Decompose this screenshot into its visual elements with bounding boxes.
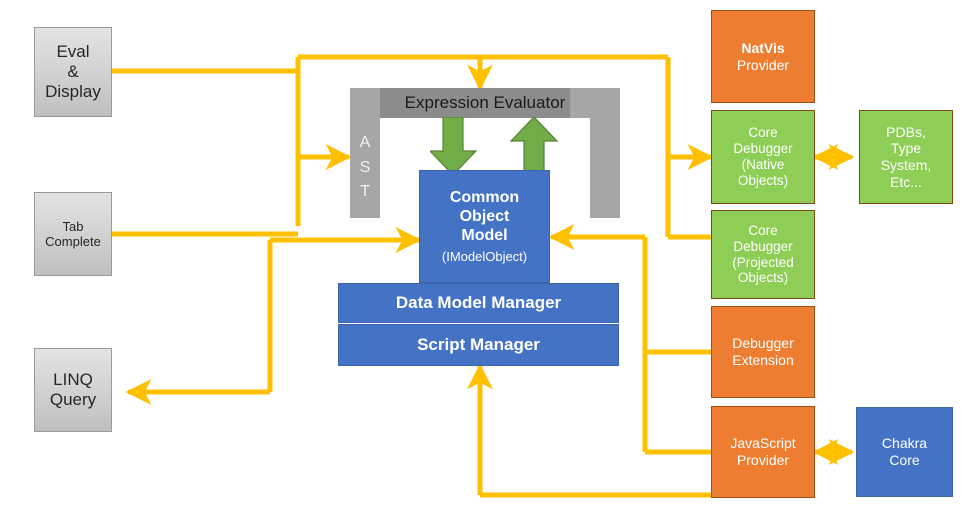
ast-label: A S T <box>350 120 380 216</box>
core-projected-line4: Objects) <box>737 270 789 286</box>
linq-query-line1: LINQ <box>53 369 93 389</box>
com-line3: Model <box>461 226 508 244</box>
core-projected-line2: Debugger <box>733 238 793 254</box>
data-model-manager-box[interactable]: Data Model Manager <box>338 283 619 323</box>
core-projected-line3: (Projected <box>732 254 794 270</box>
eval-and-display-box[interactable]: Eval & Display <box>34 27 112 117</box>
eval-display-line2: & <box>67 61 79 81</box>
eval-display-line1: Eval <box>56 41 90 61</box>
linq-query-line2: Query <box>49 390 97 409</box>
ast-letter-t: T <box>360 183 370 201</box>
chakra-line2: Core <box>889 452 920 468</box>
core-native-line4: Objects) <box>737 172 789 188</box>
javascript-line2: Provider <box>736 452 790 468</box>
javascript-provider-box[interactable]: JavaScript Provider <box>711 406 815 498</box>
tab-complete-line1: Tab <box>62 218 84 234</box>
expression-evaluator-title-band <box>380 88 570 118</box>
core-debugger-projected-box[interactable]: Core Debugger (Projected Objects) <box>711 210 815 299</box>
chakra-line1: Chakra <box>881 435 928 452</box>
natvis-line1: NatVis <box>741 39 785 56</box>
core-native-line3: (Native <box>741 157 785 172</box>
common-object-model-box[interactable]: Common Object Model (IModelObject) <box>419 170 550 283</box>
javascript-line1: JavaScript <box>730 435 796 452</box>
pdbs-line1: PDBs, <box>886 123 926 140</box>
tab-complete-line2: Complete <box>45 234 101 249</box>
com-line2: Object <box>459 207 510 225</box>
natvis-line2: Provider <box>736 56 790 73</box>
core-debugger-native-box[interactable]: Core Debugger (Native Objects) <box>711 110 815 204</box>
com-line1: Common <box>449 189 520 207</box>
pdbs-type-system-box[interactable]: PDBs, Type System, Etc... <box>859 110 953 204</box>
pdbs-line4: Etc... <box>890 173 922 190</box>
debugger-extension-box[interactable]: Debugger Extension <box>711 306 815 398</box>
expression-evaluator-label: Expression Evaluator <box>404 93 566 112</box>
green-arrow-up <box>509 117 559 176</box>
pdbs-line2: Type <box>890 140 922 157</box>
debugger-ext-line2: Extension <box>732 352 794 368</box>
core-projected-line1: Core <box>748 222 778 238</box>
natvis-provider-box[interactable]: NatVis Provider <box>711 10 815 103</box>
core-native-line1: Core <box>748 125 778 141</box>
pdbs-line3: System, <box>880 157 932 173</box>
green-exchange-arrows <box>430 117 559 176</box>
data-model-manager-label: Data Model Manager <box>395 292 562 312</box>
tab-complete-box[interactable]: Tab Complete <box>34 192 112 276</box>
eval-display-line3: Display <box>45 82 101 102</box>
green-arrow-down <box>430 117 478 176</box>
debugger-ext-line1: Debugger <box>732 335 794 352</box>
com-interface: (IModelObject) <box>441 248 528 264</box>
chakra-core-box[interactable]: Chakra Core <box>856 407 953 497</box>
ast-letter-a: A <box>359 133 371 151</box>
core-native-line2: Debugger <box>733 141 793 157</box>
ast-letter-s: S <box>359 158 371 176</box>
linq-query-box[interactable]: LINQ Query <box>34 348 112 432</box>
script-manager-label: Script Manager <box>417 334 540 354</box>
script-manager-box[interactable]: Script Manager <box>338 324 619 366</box>
